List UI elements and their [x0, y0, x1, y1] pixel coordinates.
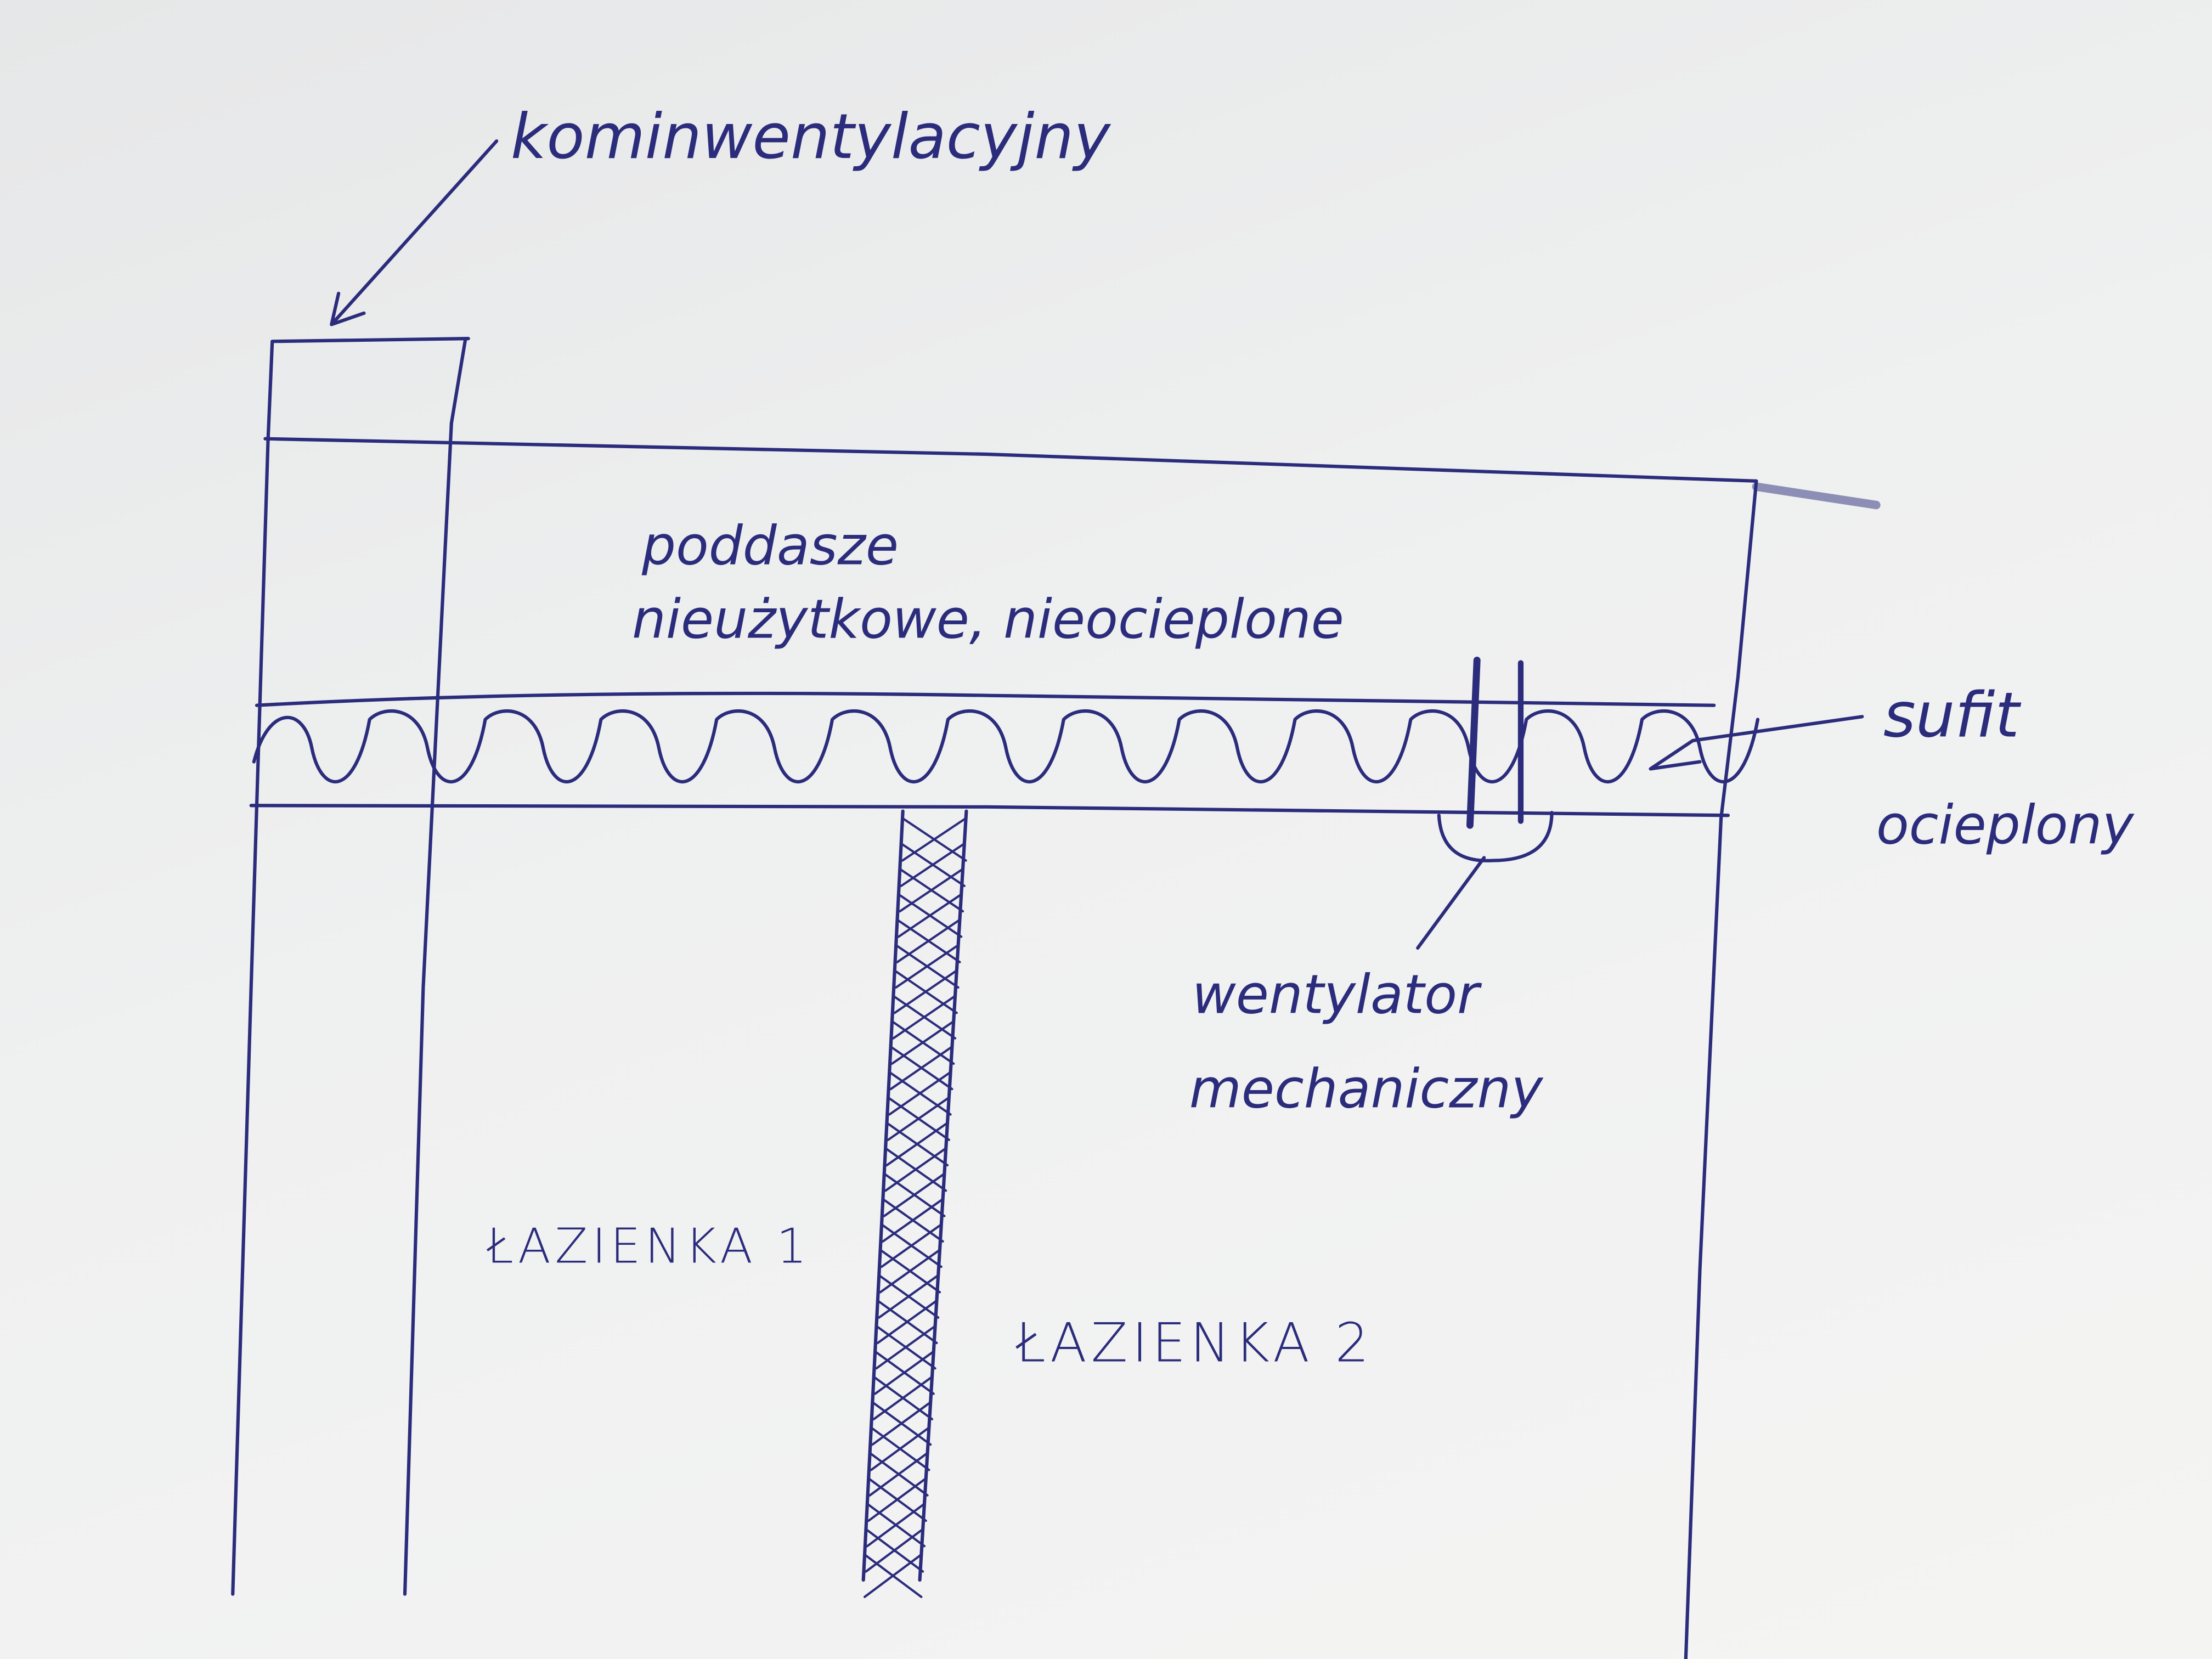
- label-ceiling-2: ocieplony: [1876, 794, 2135, 857]
- label-bathroom-1: ŁAZIENKA 1: [486, 1218, 811, 1274]
- mechanical-fan: [1437, 656, 1554, 862]
- label-fan-1: wentylator: [1192, 963, 1482, 1026]
- partition-wall: [861, 809, 968, 1598]
- chimney: [231, 337, 470, 1596]
- insulated-ceiling: [249, 691, 1760, 817]
- chimney-arrow: [330, 139, 499, 326]
- label-fan-2: mechaniczny: [1189, 1058, 1544, 1121]
- ceiling-leader: [1649, 715, 1864, 771]
- label-attic-2: nieużytkowe, nieocieplone: [632, 588, 1344, 651]
- label-chimney: kominwentylacyjny: [511, 100, 1111, 173]
- label-attic-1: poddasze: [641, 515, 899, 578]
- wall-hatching: [864, 817, 967, 1598]
- attic-outline: [263, 437, 1881, 1659]
- label-bathroom-2: ŁAZIENKA 2: [1015, 1312, 1373, 1374]
- label-ceiling-1: sufit: [1883, 679, 2022, 751]
- insulation-wave: [252, 709, 1760, 784]
- fan-leader: [1416, 856, 1486, 950]
